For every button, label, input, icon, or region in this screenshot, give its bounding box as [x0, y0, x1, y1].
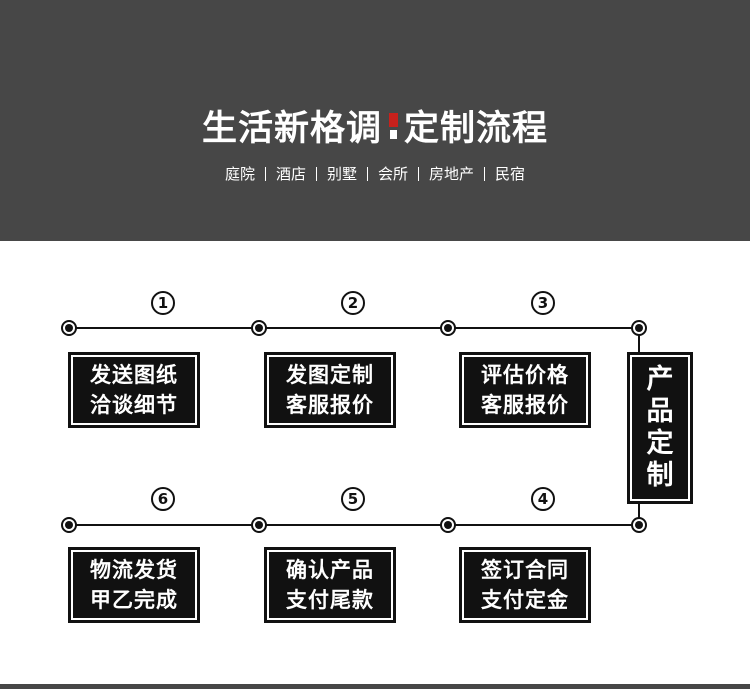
product-custom-box: 产 品 定 制 — [627, 352, 693, 504]
side-char: 产 — [646, 364, 674, 395]
category-item: 别墅 — [326, 165, 357, 183]
node-marker — [251, 517, 267, 533]
step-box-5: 确认产品 支付尾款 — [264, 547, 396, 623]
step-text: 物流发货 — [90, 557, 178, 582]
step-box-3: 评估价格 客服报价 — [459, 352, 591, 428]
step-text: 评估价格 — [481, 362, 569, 387]
step-text: 洽谈细节 — [90, 392, 178, 417]
step-box-6: 物流发货 甲乙完成 — [68, 547, 200, 623]
process-flow: 1 2 3 6 5 4 发送图纸 洽谈细节 发图定制 客服报价 评估价格 客服报… — [0, 241, 750, 689]
side-char: 定 — [646, 428, 674, 459]
header-banner: 生活新格调 定制流程 庭院 酒店 别墅 会所 房地产 民宿 — [0, 0, 750, 241]
divider — [367, 166, 368, 181]
divider — [418, 166, 420, 181]
node-marker — [251, 320, 267, 336]
step-number: 1 — [151, 291, 175, 315]
category-item: 酒店 — [275, 165, 306, 183]
step-text: 签订合同 — [481, 557, 569, 582]
node-marker — [440, 320, 456, 336]
step-number: 2 — [341, 291, 365, 315]
step-number: 5 — [341, 487, 365, 511]
title-right: 定制流程 — [404, 108, 549, 149]
step-text: 发送图纸 — [90, 362, 178, 387]
seal-icon — [387, 107, 399, 145]
step-text: 发图定制 — [286, 362, 374, 387]
side-char: 品 — [646, 396, 674, 427]
step-text: 客服报价 — [286, 392, 374, 417]
footer-bar — [0, 684, 750, 689]
node-marker — [631, 517, 647, 533]
divider — [484, 166, 486, 181]
step-text: 支付定金 — [481, 587, 569, 612]
category-item: 房地产 — [429, 165, 475, 183]
step-box-2: 发图定制 客服报价 — [264, 352, 396, 428]
category-item: 民宿 — [495, 165, 526, 183]
step-text: 支付尾款 — [286, 587, 374, 612]
step-text: 甲乙完成 — [90, 587, 178, 612]
title-left: 生活新格调 — [201, 108, 382, 149]
step-number: 6 — [151, 487, 175, 511]
node-marker — [440, 517, 456, 533]
step-box-4: 签订合同 支付定金 — [459, 547, 591, 623]
node-marker — [631, 320, 647, 336]
node-marker — [61, 320, 77, 336]
step-text: 客服报价 — [481, 392, 569, 417]
category-list: 庭院 酒店 别墅 会所 房地产 民宿 — [0, 163, 750, 184]
step-number: 4 — [531, 487, 555, 511]
category-item: 庭院 — [224, 165, 255, 183]
side-char: 制 — [646, 460, 674, 491]
step-number: 3 — [531, 291, 555, 315]
divider — [264, 166, 266, 181]
node-marker — [61, 517, 77, 533]
category-item: 会所 — [378, 165, 409, 183]
connector-line-top — [69, 327, 639, 329]
step-box-1: 发送图纸 洽谈细节 — [68, 352, 200, 428]
page-title: 生活新格调 定制流程 — [0, 100, 750, 151]
step-text: 确认产品 — [286, 557, 374, 582]
divider — [315, 166, 317, 181]
connector-line-bottom — [69, 524, 639, 526]
